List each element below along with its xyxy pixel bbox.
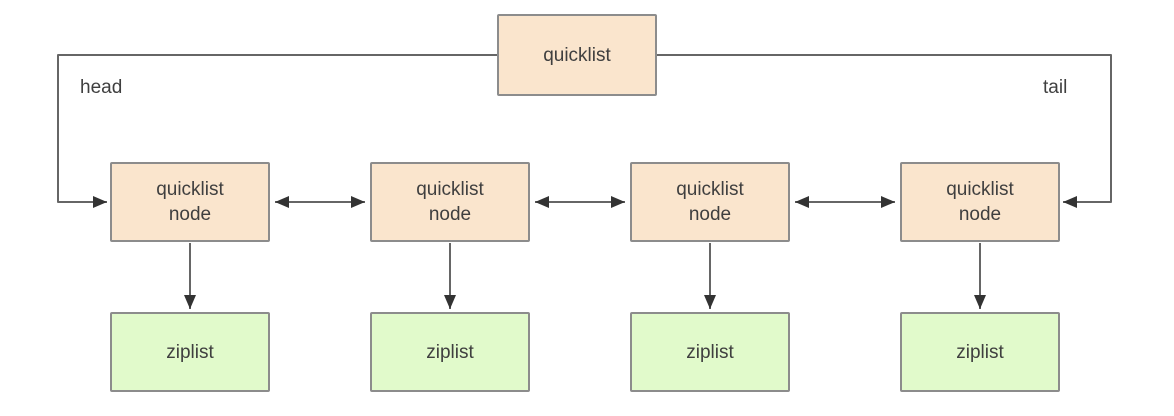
quicklist-node-label: quicklist node: [156, 179, 224, 225]
quicklist-node-label: quicklist node: [416, 179, 484, 225]
quicklist-box: quicklist: [497, 14, 657, 96]
head-pointer-line: [57, 54, 497, 208]
ziplist-box-1: ziplist: [110, 312, 270, 392]
quicklist-node-box-4: quicklist node: [900, 162, 1060, 242]
quicklist-node-box-3: quicklist node: [630, 162, 790, 242]
head-label: head: [80, 77, 123, 98]
ziplist-label: ziplist: [956, 341, 1004, 363]
quicklist-node-box-1: quicklist node: [110, 162, 270, 242]
ziplist-box-2: ziplist: [370, 312, 530, 392]
ziplist-label: ziplist: [166, 341, 214, 363]
quicklist-box-label: quicklist: [543, 44, 611, 66]
quicklist-node-label: quicklist node: [946, 179, 1014, 225]
ziplist-box-3: ziplist: [630, 312, 790, 392]
quicklist-node-label: quicklist node: [676, 179, 744, 225]
quicklist-node-box-2: quicklist node: [370, 162, 530, 242]
tail-label: tail: [1043, 77, 1068, 98]
tail-pointer-line: [657, 54, 1112, 208]
ziplist-label: ziplist: [426, 341, 474, 363]
ziplist-label: ziplist: [686, 341, 734, 363]
ziplist-box-4: ziplist: [900, 312, 1060, 392]
